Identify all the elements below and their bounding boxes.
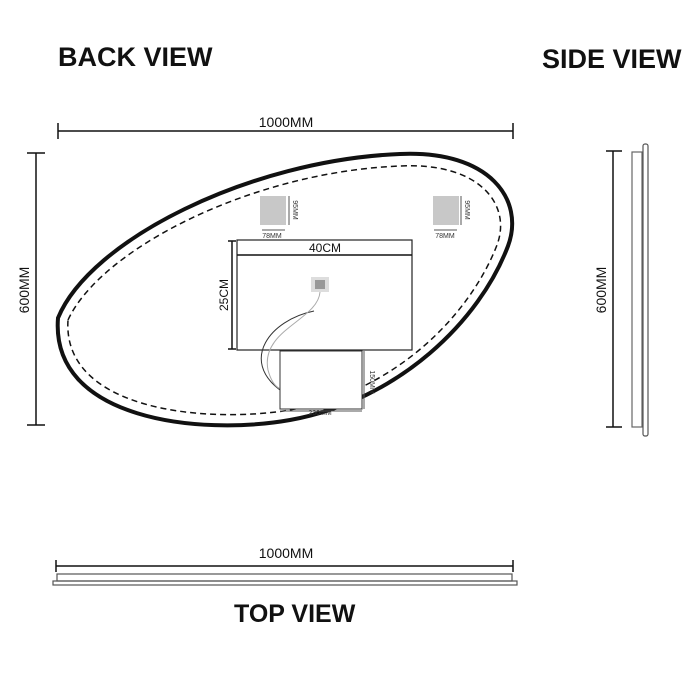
back-box (236, 239, 413, 351)
mounting-bracket-right (433, 196, 462, 231)
bracket-left-width: 78MM (262, 233, 282, 240)
bracket-right-width: 78MM (435, 233, 455, 240)
box-width-label: 40CM (309, 241, 341, 255)
top-profile-glass (52, 580, 518, 586)
top-view-title: TOP VIEW (234, 600, 356, 628)
led-strip-dashed-outline (67, 165, 502, 416)
side-profile-frame (631, 151, 643, 428)
mirror-outline (55, 151, 515, 428)
side-height-label: 600MM (593, 267, 609, 314)
back-view-title: BACK VIEW (58, 42, 213, 72)
mounting-bracket-left (260, 196, 290, 231)
driver-width-label: 230MM (308, 410, 332, 417)
top-width-dimension (55, 560, 514, 572)
driver-box (279, 350, 363, 410)
back-width-label: 1000MM (259, 114, 313, 130)
box-height-label: 25CM (217, 279, 231, 311)
driver-height-label: 150MM (368, 370, 375, 394)
side-profile-glass (642, 143, 649, 437)
back-width-dimension (57, 123, 514, 139)
cable (260, 310, 315, 391)
top-profile-frame (56, 573, 513, 582)
side-height-dimension (606, 150, 622, 428)
back-height-dimension (27, 152, 45, 426)
side-view-title: SIDE VIEW (542, 44, 682, 74)
bracket-right-height: 95MM (463, 200, 470, 220)
bracket-left-height: 95MM (291, 200, 298, 220)
cable (266, 291, 321, 391)
top-width-label: 1000MM (259, 545, 313, 561)
back-height-label: 600MM (16, 267, 32, 314)
